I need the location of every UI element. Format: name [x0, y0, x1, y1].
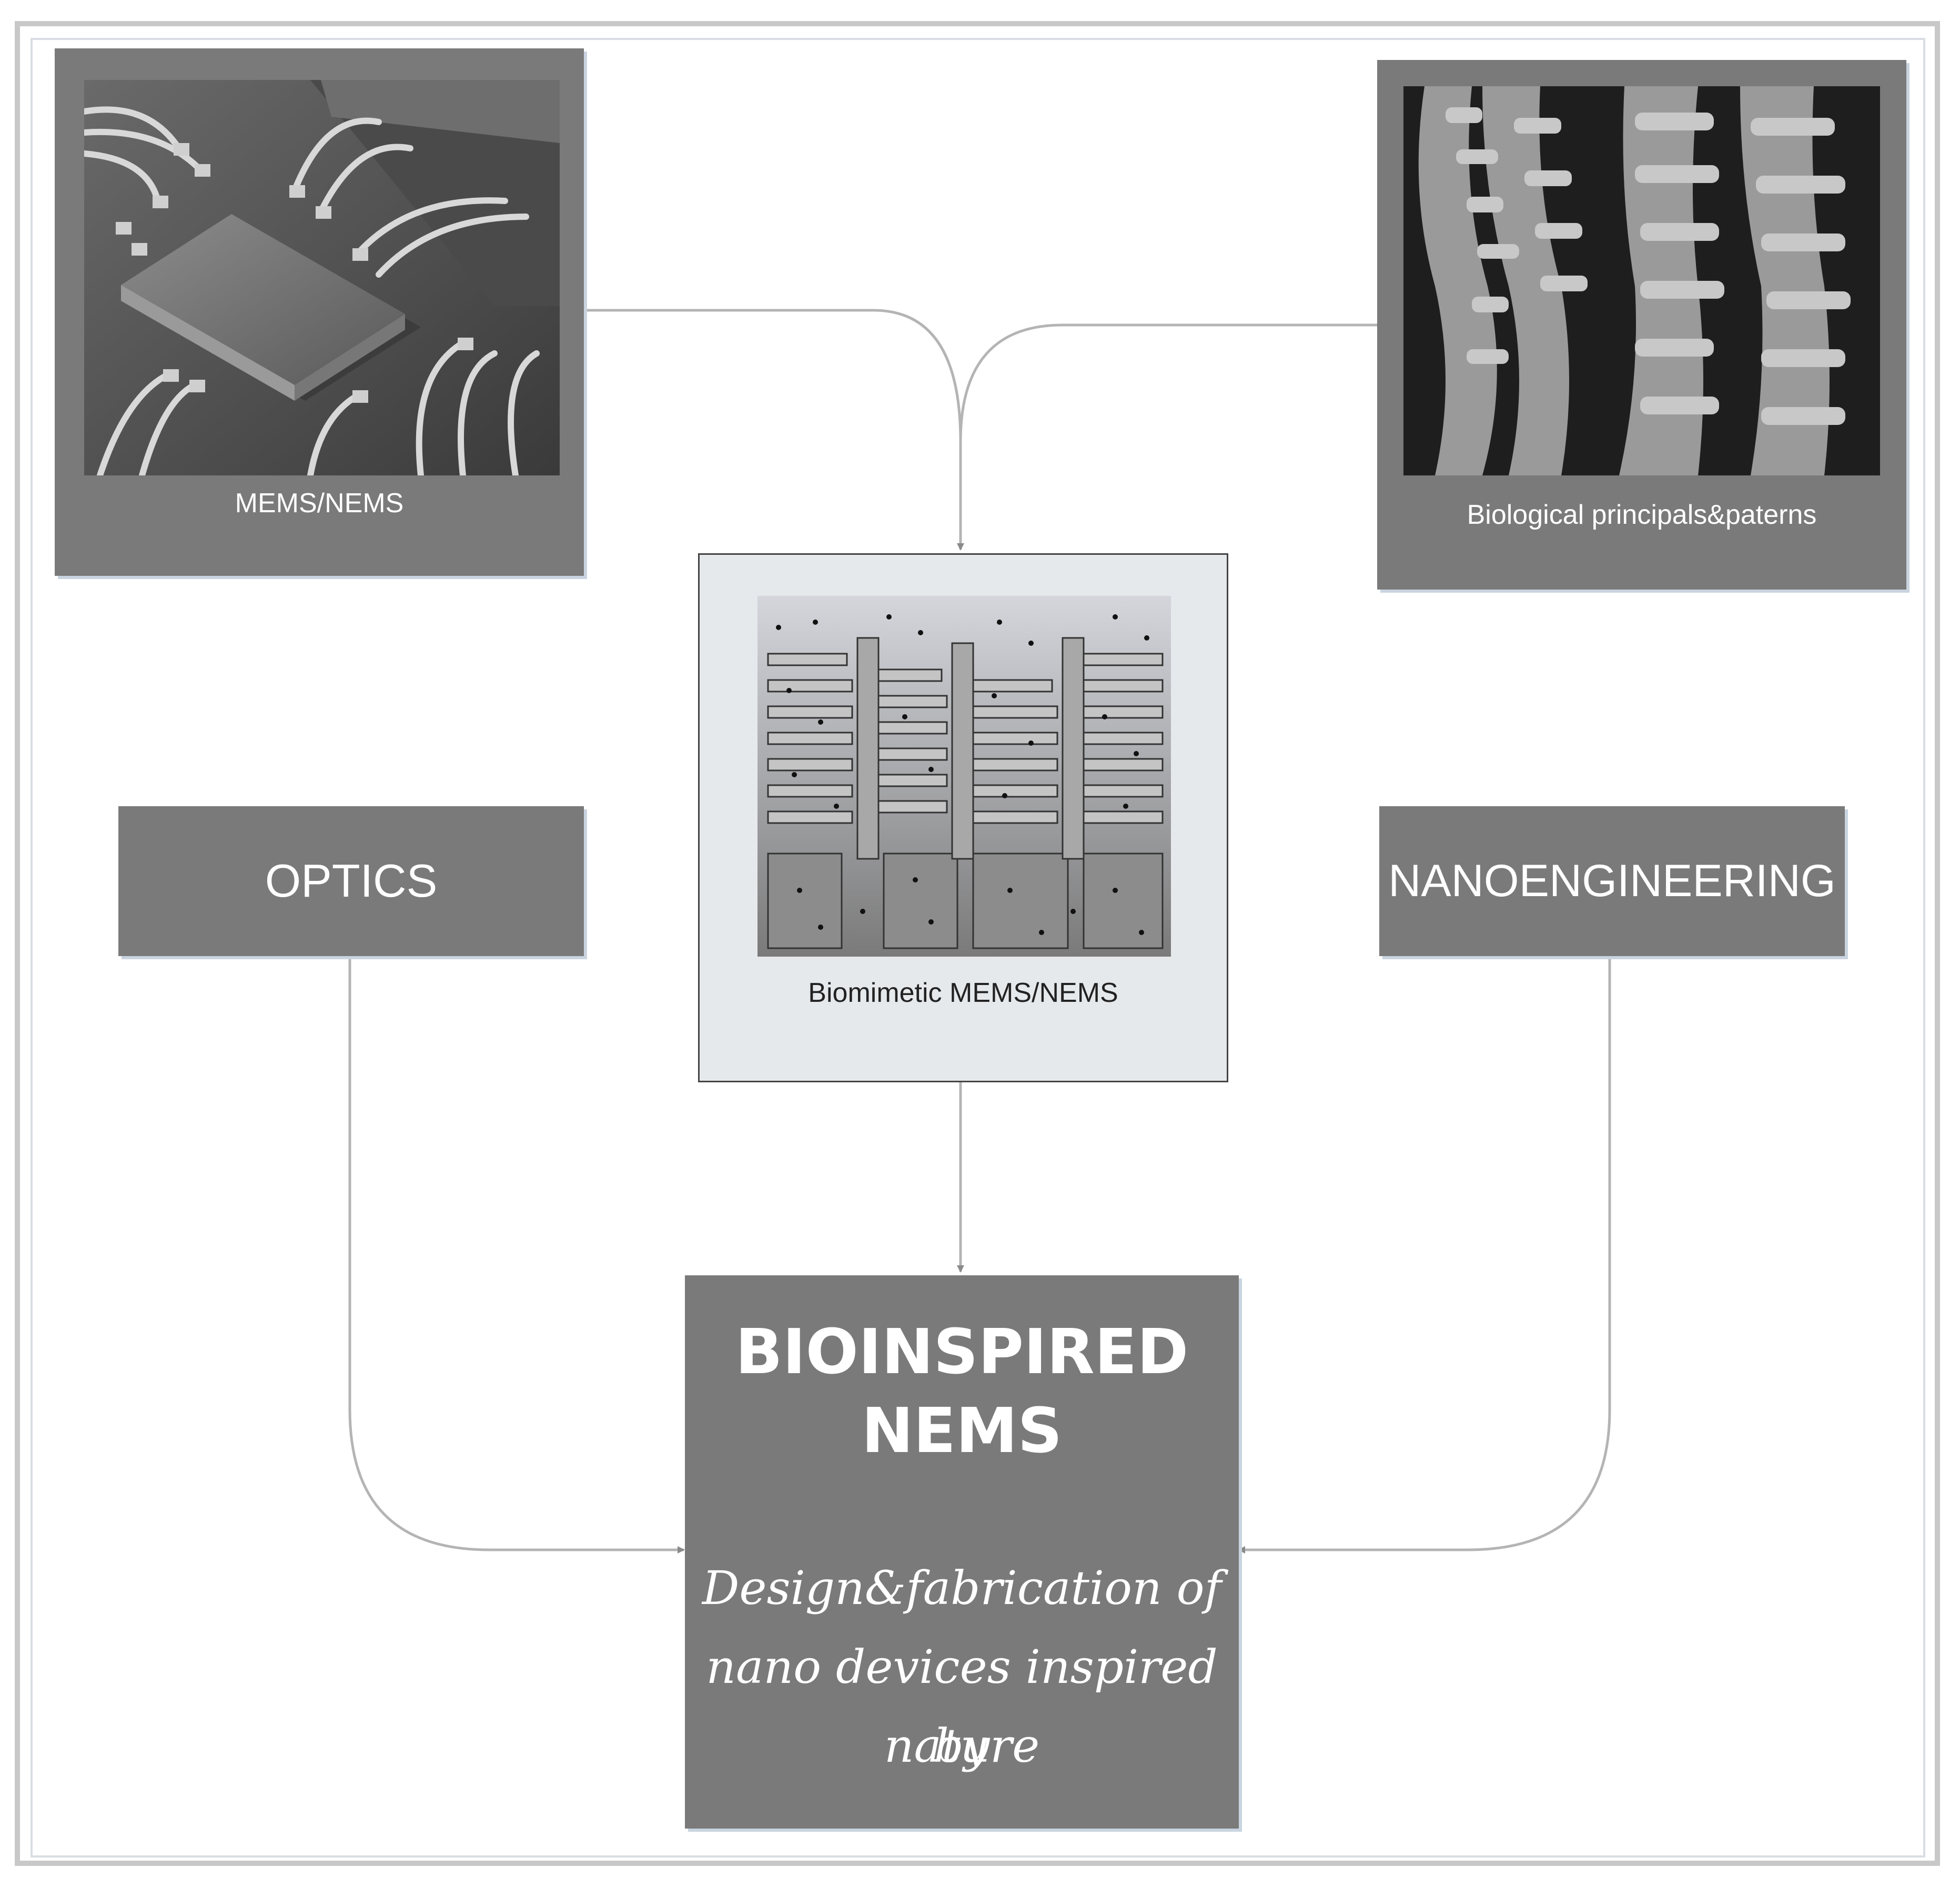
biological-label: Biological principals&paterns — [1467, 500, 1817, 530]
mems-chip-image — [84, 80, 560, 475]
biomimetic-label: Biomimetic MEMS/NEMS — [808, 978, 1118, 1008]
result-title-line2: NEMS — [861, 1394, 1063, 1467]
node-biological: Biological principals&paterns — [1377, 60, 1906, 590]
node-mems: MEMS/NEMS — [55, 48, 584, 576]
node-bioinspired-nems: BIOINSPIRED NEMS Design&fabrication of n… — [685, 1275, 1239, 1829]
edge-optics-to-result — [348, 956, 685, 1554]
edge-bio-to-biomimetic — [959, 323, 1377, 442]
inner-frame — [31, 38, 1925, 1857]
optics-label: OPTICS — [265, 855, 438, 907]
mems-label: MEMS/NEMS — [235, 488, 404, 519]
result-subtitle-line2: nano devices inspired by — [706, 1640, 1218, 1773]
edge-mems-to-biomimetic — [584, 309, 964, 551]
biological-structure-image — [1403, 86, 1880, 475]
biomimetic-schematic-image — [757, 596, 1171, 957]
result-subtitle-line3: nature — [884, 1719, 1040, 1773]
result-subtitle-line1: Design&fabrication of — [702, 1561, 1222, 1615]
result-title-line1: BIOINSPIRED — [735, 1315, 1189, 1388]
node-nanoengineering: NANOENGINEERING — [1379, 806, 1845, 956]
edge-nano-to-result — [1238, 956, 1611, 1554]
nanoengineering-label: NANOENGINEERING — [1388, 856, 1836, 906]
node-optics: OPTICS — [118, 806, 584, 956]
node-biomimetic: Biomimetic MEMS/NEMS — [698, 553, 1228, 1082]
